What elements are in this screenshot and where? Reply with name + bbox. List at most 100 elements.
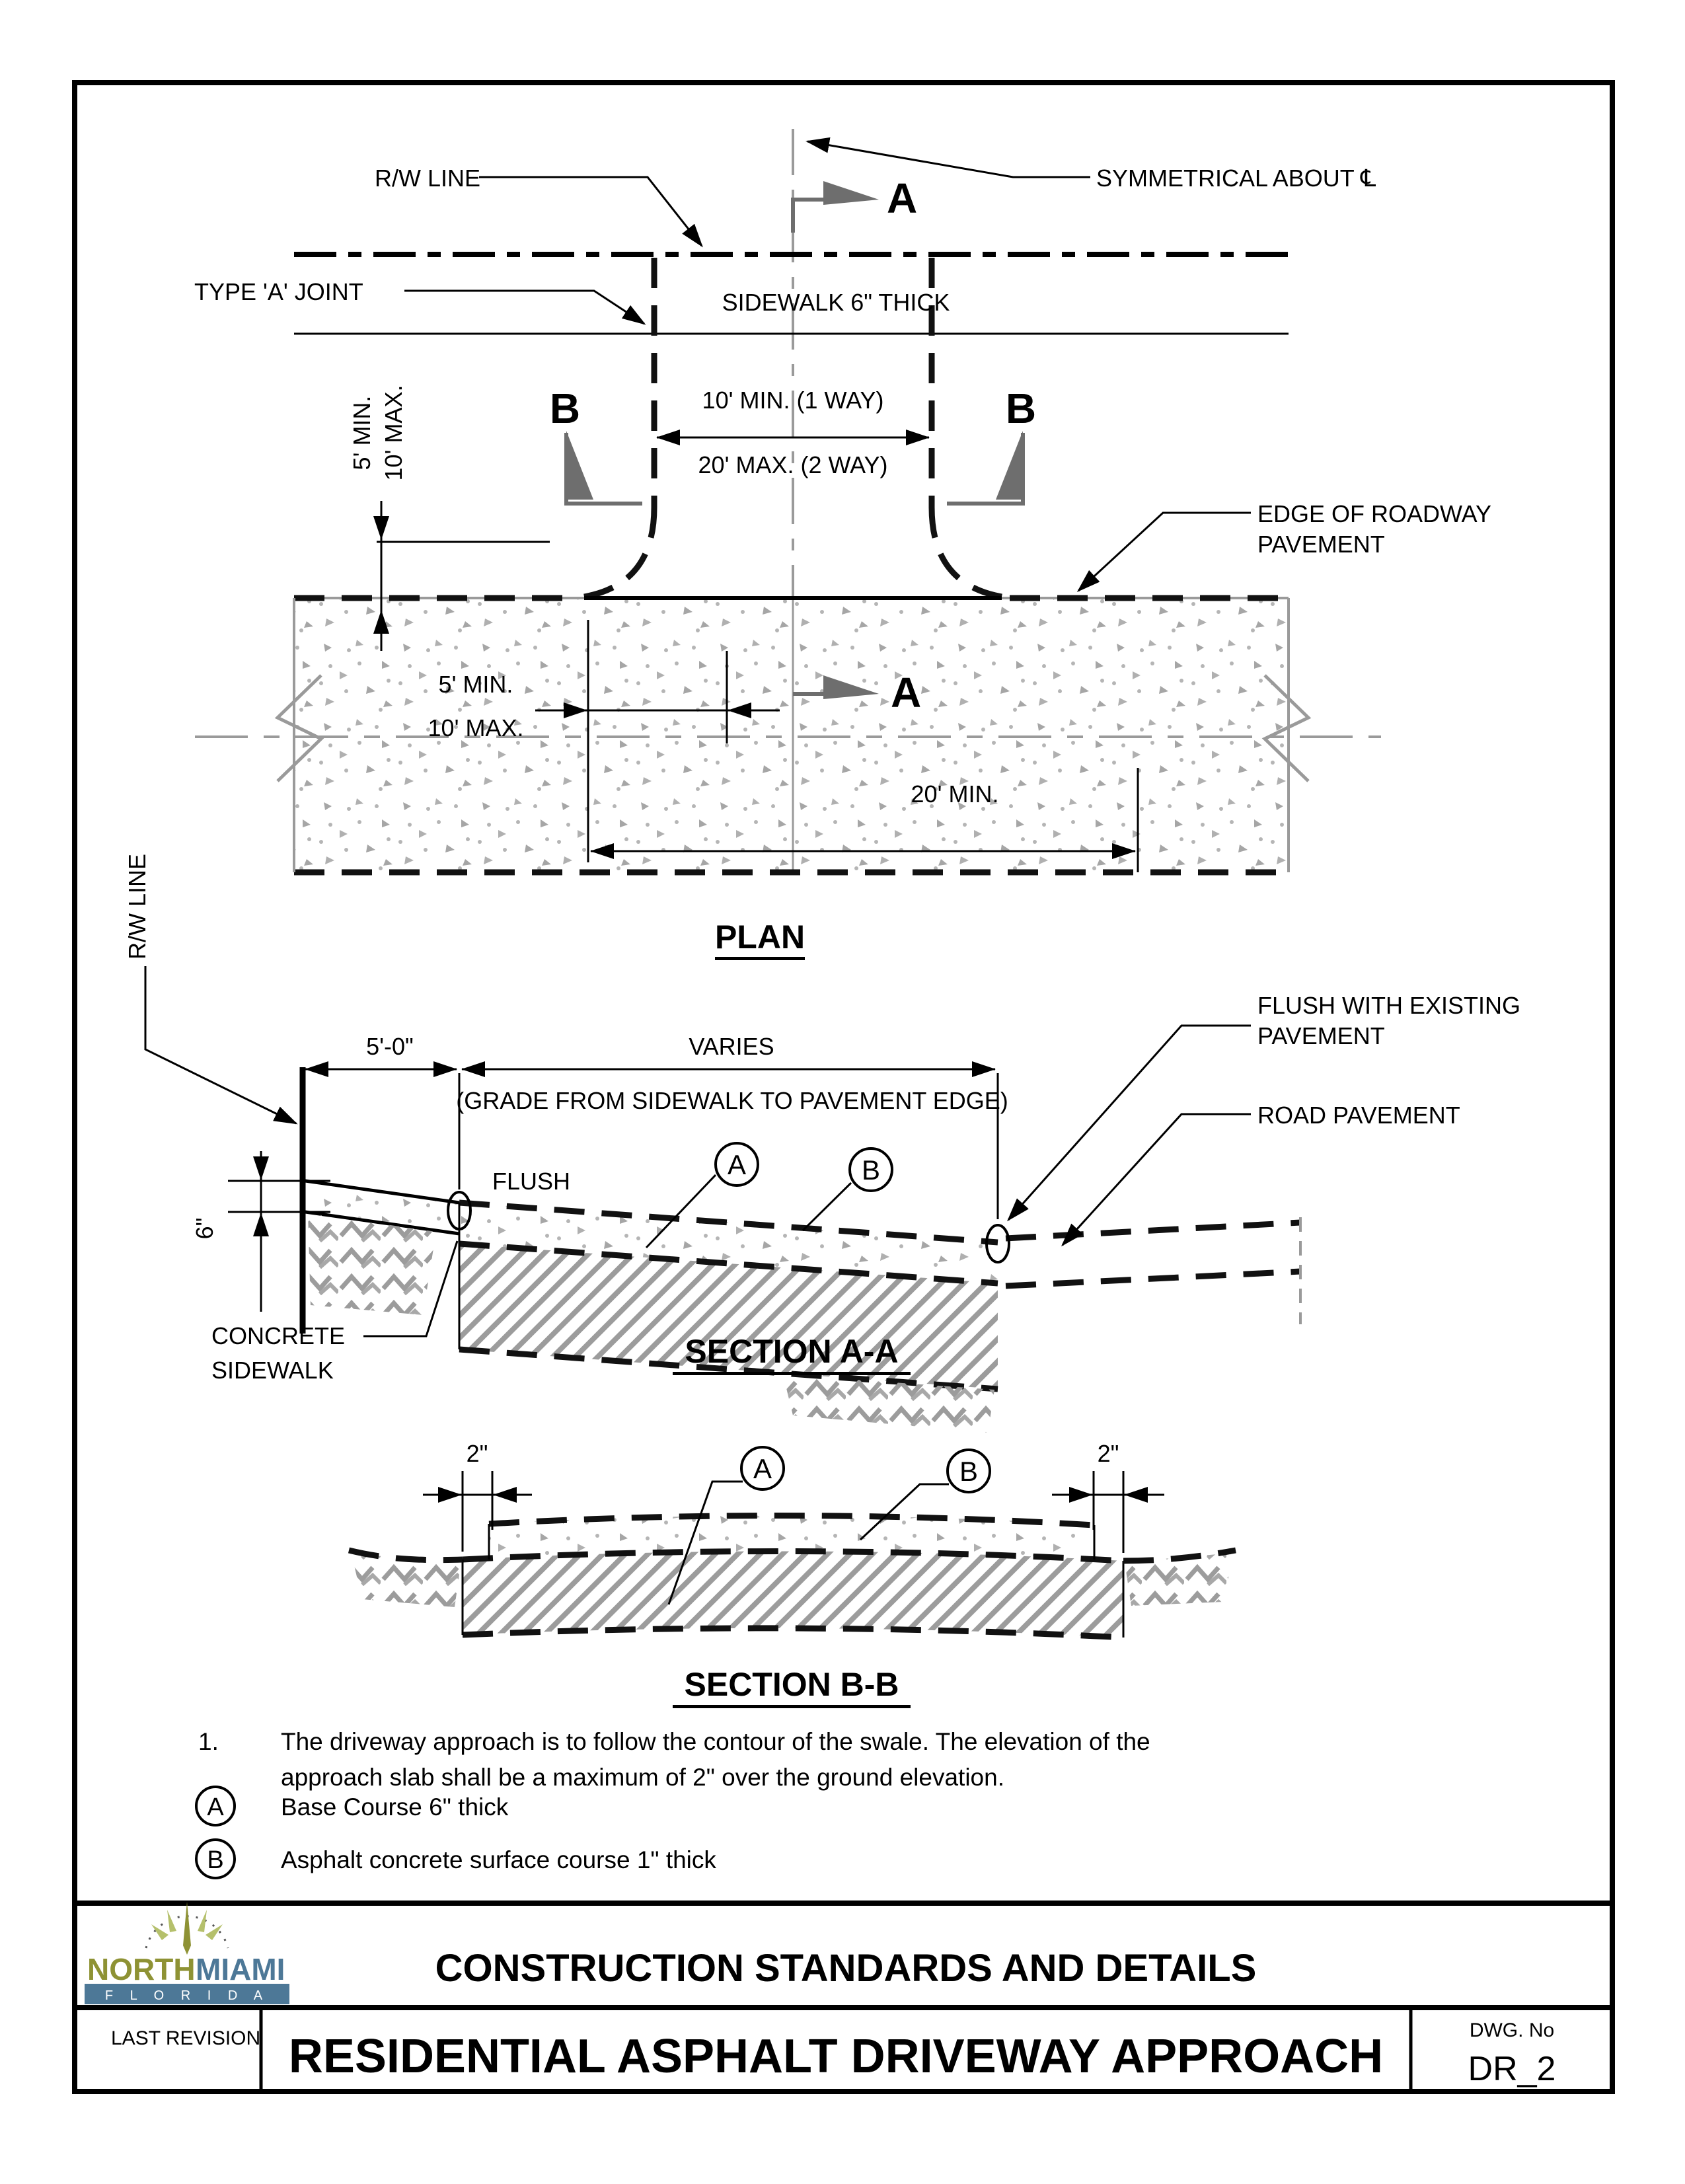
- section-a-marker-top-tail: [791, 198, 823, 233]
- rw-line-leader: [479, 176, 703, 248]
- road-pavement-label: ROAD PAVEMENT: [1257, 1102, 1460, 1129]
- logo-ray-4: [206, 1924, 223, 1940]
- sidewalk-slab: [305, 1181, 459, 1234]
- surface-course-layer: [459, 1203, 998, 1283]
- bb-callout-b-letter: B: [959, 1456, 978, 1487]
- ground-under-sidewalk: [308, 1213, 436, 1315]
- logo-florida-band: [85, 1984, 289, 2004]
- concrete-sidewalk-label-2: SIDEWALK: [211, 1357, 334, 1384]
- flush-joint-circle: [447, 1191, 472, 1230]
- page-border: [72, 80, 1615, 2094]
- symmetrical-label: SYMMETRICAL ABOUT ℄: [1096, 165, 1376, 192]
- plan-view: R/W LINE SYMMETRICAL ABOUT ℄ TYPE 'A' JO…: [124, 129, 1491, 1125]
- sidewalk-top-edge: [305, 1179, 460, 1205]
- section-b-marker-right-tail: [947, 433, 1025, 506]
- bb-dim-left-text: 2": [467, 1440, 488, 1467]
- road-pavement-top: [1005, 1219, 1301, 1242]
- road-pavement-leader: [1061, 1113, 1251, 1247]
- driveway-width-min-dim: 10' MIN. (1 WAY): [702, 387, 884, 414]
- break-symbol-right: [1261, 674, 1312, 782]
- swale-depth-max: 10' MAX.: [380, 385, 407, 481]
- logo-starburst-icon: [145, 1902, 229, 1955]
- section-a-marker-plan-letter: A: [891, 669, 921, 716]
- legend-b-text: Asphalt concrete surface course 1" thick: [281, 1846, 716, 1873]
- last-revision-label: LAST REVISION: [111, 2027, 260, 2049]
- sidewalk-thick-label: SIDEWALK 6" THICK: [722, 289, 950, 316]
- bb-dim-right-ticks: [1092, 1471, 1125, 1553]
- flush-pavement-circle: [985, 1224, 1010, 1263]
- driveway-width-max-dim: 20' MAX. (2 WAY): [698, 451, 888, 478]
- callout-a-leader: [645, 1174, 717, 1249]
- note-number: 1.: [198, 1728, 219, 1755]
- callout-b-circle: [848, 1147, 893, 1192]
- bb-callout-b-leader: [859, 1483, 949, 1541]
- section-aa-underline: [673, 1372, 911, 1375]
- north-miami-logo: NORTH MIAMI F L O R I D A: [85, 1902, 289, 2004]
- section-b-marker-left-arrow-icon: [566, 431, 593, 500]
- swale-depth-min: 5' MIN.: [348, 396, 375, 471]
- section-b-marker-right-letter: B: [1006, 385, 1036, 432]
- notes-block: 1. The driveway approach is to follow th…: [195, 1728, 1150, 1879]
- bb-surface-top-edge: [488, 1512, 1095, 1528]
- bb-dim-right-text: 2": [1098, 1440, 1119, 1467]
- plan-title-underline: [715, 957, 805, 960]
- section-b-marker-right-arrow-icon: [996, 431, 1023, 500]
- bb-callout-a-leader: [667, 1480, 743, 1605]
- flush-existing-label-2: PAVEMENT: [1257, 1022, 1385, 1049]
- swale-depth-dim: 5' MIN. 10' MAX.: [348, 385, 550, 651]
- section-aa-view: 5'-0" VARIES (GRADE FROM SIDEWALK TO PAV…: [191, 992, 1520, 1433]
- driveway-flare-left: [583, 507, 657, 600]
- logo-miami-text: MIAMI: [196, 1952, 285, 1986]
- edge-of-roadway-label-2: PAVEMENT: [1257, 531, 1385, 558]
- dim-5-0-text: 5'-0": [366, 1033, 414, 1060]
- section-a-marker-top-arrow-icon: [823, 181, 879, 205]
- sidewalk-bottom-edge: [305, 1210, 460, 1236]
- callout-b-leader: [802, 1182, 852, 1232]
- callout-a-circle: [714, 1142, 759, 1187]
- dim-6in-text: 6": [191, 1218, 218, 1240]
- approach-top-edge: [459, 1199, 998, 1246]
- logo-ray-3: [198, 1910, 207, 1932]
- section-aa-title: SECTION A-A: [685, 1333, 898, 1370]
- bb-ground-left: [352, 1554, 461, 1607]
- type-a-joint-label: TYPE 'A' JOINT: [194, 278, 363, 305]
- bb-surface-course: [489, 1515, 1094, 1560]
- section-a-marker-top-letter: A: [887, 174, 917, 222]
- dim-varies-text: VARIES: [689, 1033, 774, 1060]
- plan-side-min: 5' MIN.: [439, 671, 513, 698]
- logo-florida-text: F L O R I D A: [105, 1988, 269, 2003]
- section-bb-underline: [673, 1705, 911, 1708]
- section-b-marker-left: B: [550, 385, 642, 506]
- grade-note-text: (GRADE FROM SIDEWALK TO PAVEMENT EDGE): [456, 1087, 1008, 1114]
- logo-ray-2: [167, 1910, 176, 1932]
- section-b-marker-left-tail: [564, 433, 642, 506]
- symmetrical-leader: [805, 137, 1090, 178]
- bb-callout-a-circle: [740, 1446, 785, 1491]
- approach-bottom-edge: [459, 1346, 998, 1392]
- section-b-marker-right: B: [947, 385, 1036, 506]
- note-line-1: The driveway approach is to follow the c…: [281, 1728, 1150, 1755]
- break-symbol-left: [274, 674, 324, 782]
- base-course-layer: [459, 1244, 998, 1389]
- plan-20min-dim: 20' MIN.: [911, 780, 999, 808]
- bb-base-course: [463, 1551, 1123, 1638]
- road-pavement-bottom: [1005, 1268, 1301, 1289]
- roadway-pavement-area: [294, 598, 1289, 872]
- bb-callout-a-letter: A: [753, 1453, 772, 1484]
- plan-title: PLAN: [715, 919, 805, 956]
- callout-b-section-aa: B: [802, 1147, 893, 1232]
- callout-a-section-aa: A: [645, 1142, 759, 1249]
- flush-existing-leader: [1007, 1024, 1251, 1222]
- callout-b-letter: B: [862, 1154, 880, 1186]
- concrete-sidewalk-leader: [363, 1240, 459, 1337]
- legend-a-letter: A: [207, 1793, 224, 1821]
- section-a-marker-top: A: [791, 174, 917, 233]
- flush-existing-label-1: FLUSH WITH EXISTING: [1257, 992, 1520, 1019]
- section-b-marker-left-letter: B: [550, 385, 580, 432]
- plan-side-max: 10' MAX.: [428, 714, 524, 741]
- approach-mid-edge: [459, 1240, 998, 1287]
- section-bb-title: SECTION B-B: [685, 1666, 899, 1703]
- rw-line-label: R/W LINE: [375, 165, 480, 192]
